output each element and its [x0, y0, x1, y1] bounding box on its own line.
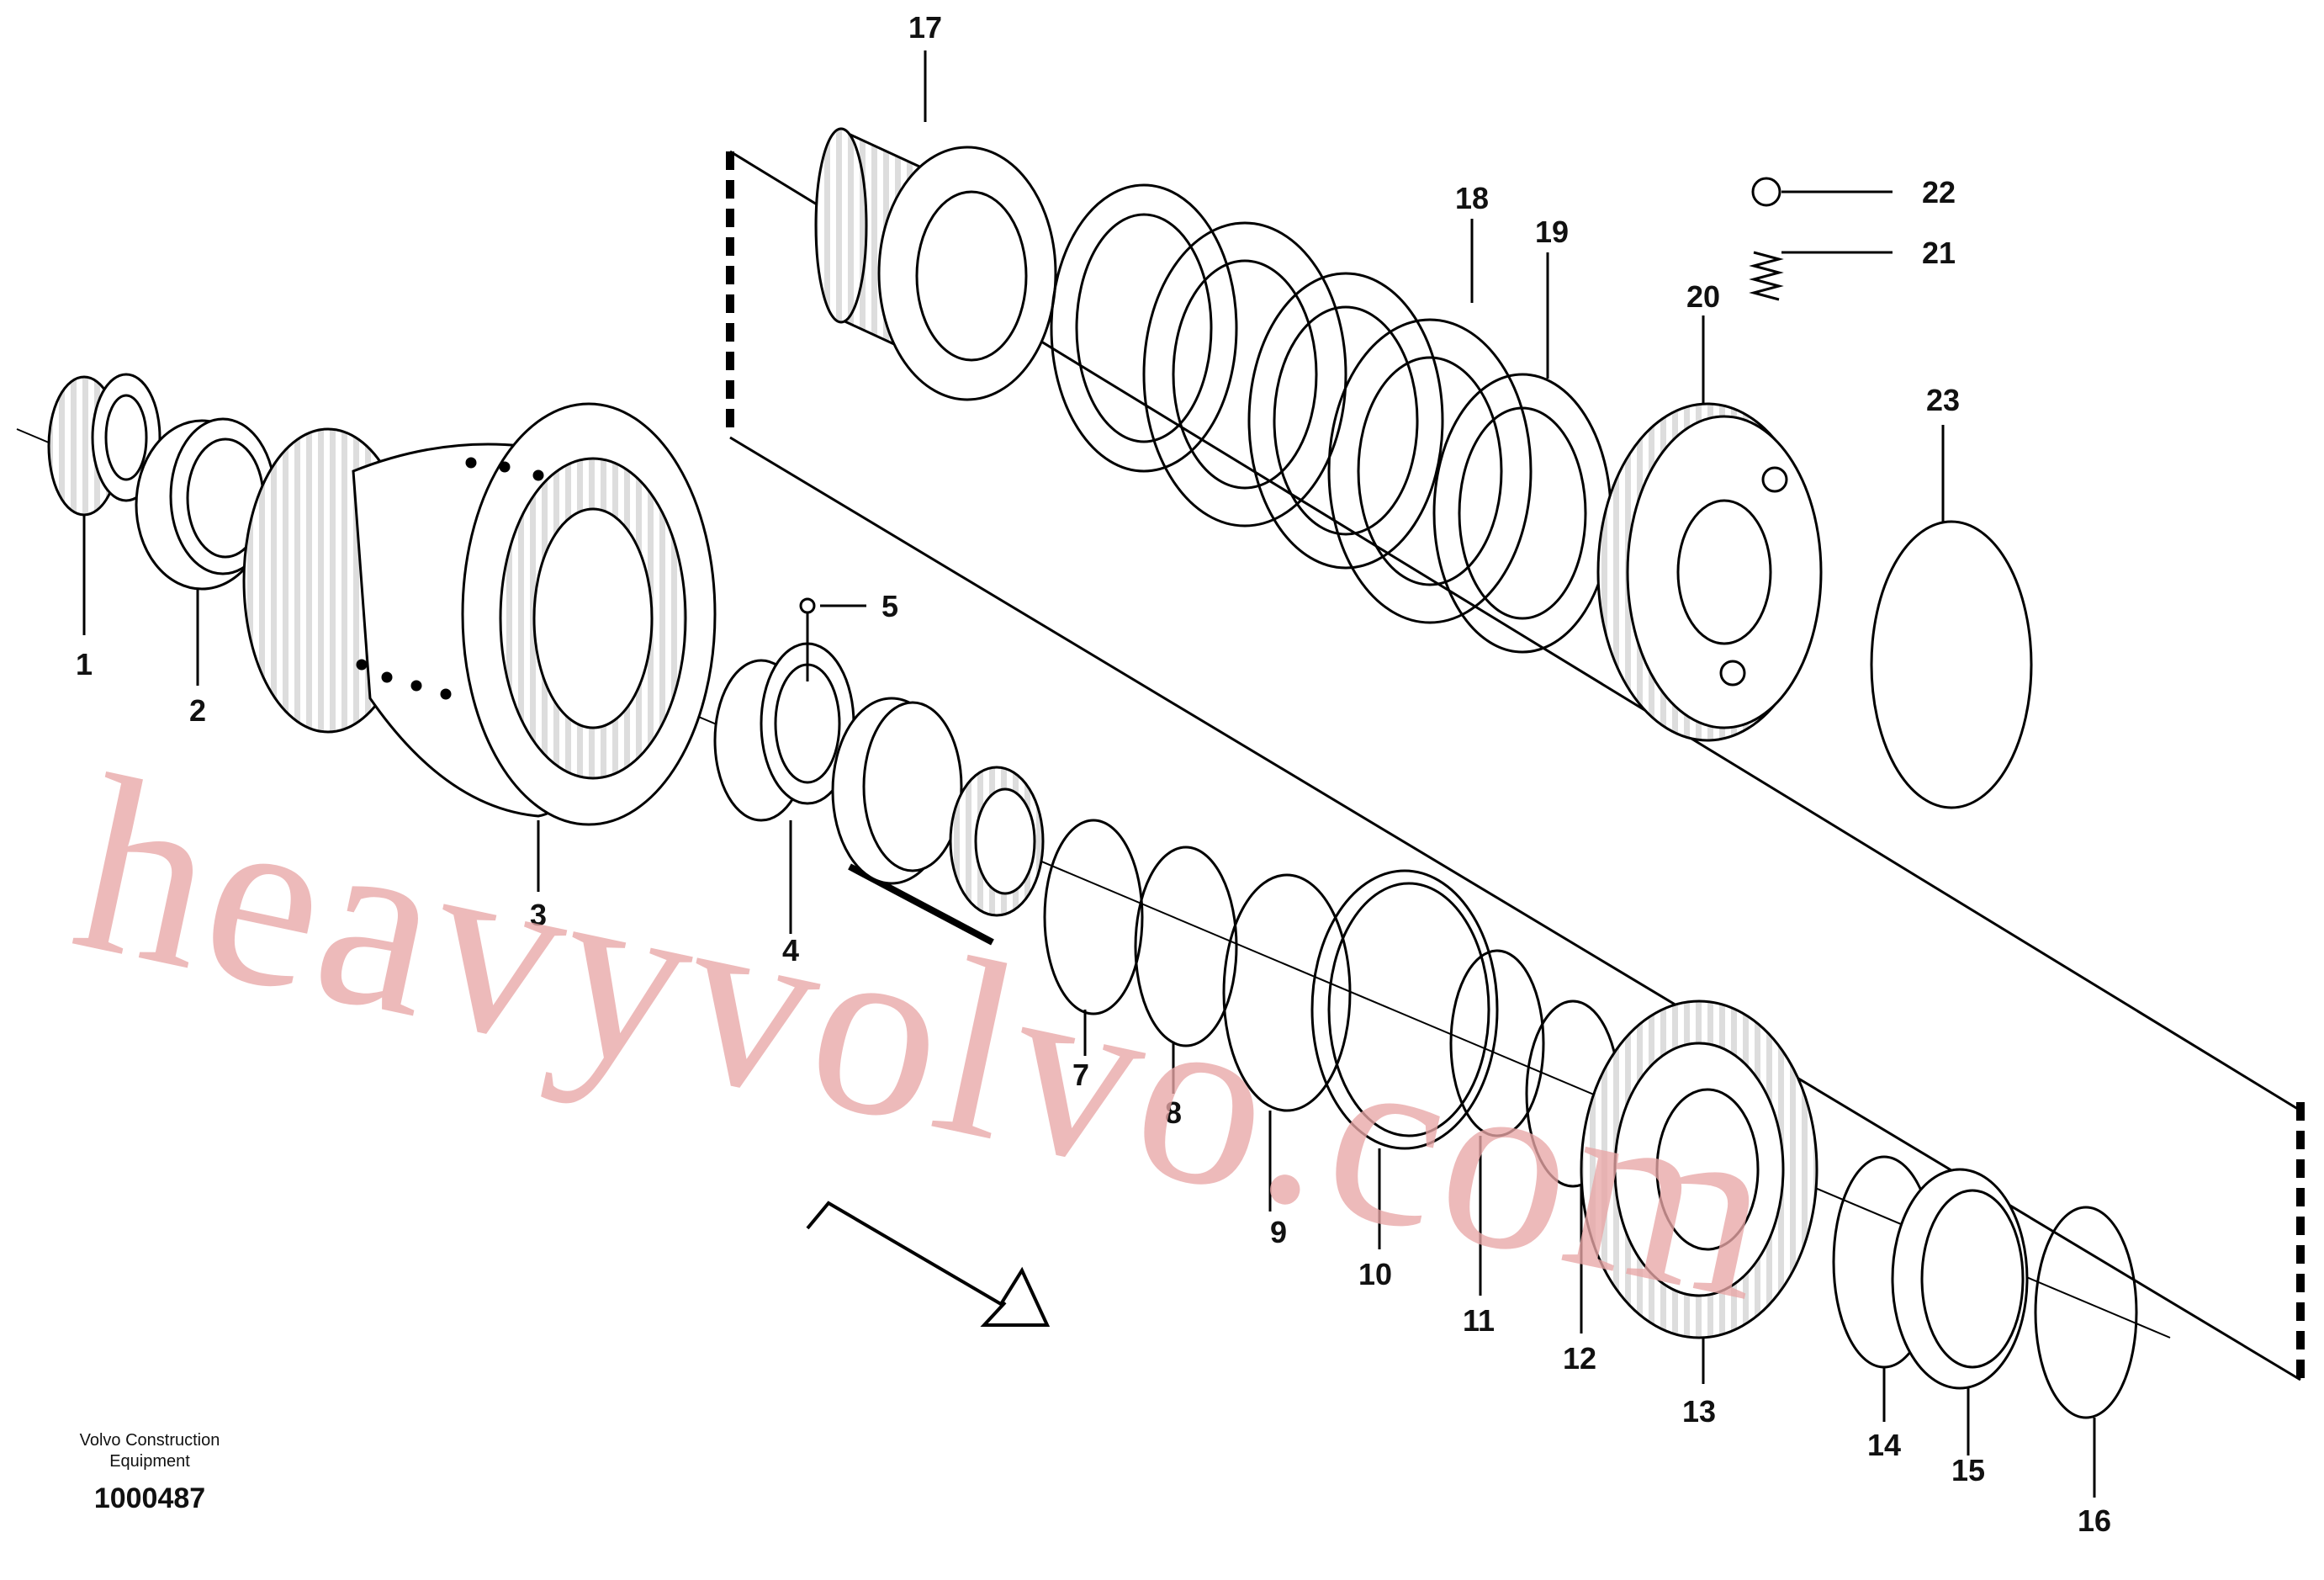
part-10-piston-ring — [1310, 869, 1499, 1150]
callout-13: 13 — [1682, 1394, 1716, 1429]
callout-7: 7 — [1072, 1058, 1089, 1092]
clutch-disc-stack — [1050, 183, 1612, 654]
callout-1: 1 — [76, 647, 93, 681]
callout-labels: 1 2 3 4 5 7 8 9 10 11 12 13 14 15 16 17 … — [76, 10, 2111, 1538]
part-22-ball — [1751, 177, 1781, 207]
callout-22: 22 — [1922, 175, 1956, 209]
direction-arrow — [806, 1201, 1051, 1327]
callout-3: 3 — [530, 898, 547, 932]
part-2-bearing-race — [135, 417, 277, 591]
leader-lines — [82, 50, 2096, 1498]
callout-21: 21 — [1922, 236, 1956, 270]
part-9-seal-ring — [1222, 873, 1352, 1112]
part-16-ring — [2034, 1206, 2138, 1419]
publisher-line-2: Equipment — [109, 1452, 190, 1471]
callout-5: 5 — [881, 589, 898, 623]
callout-16: 16 — [2078, 1503, 2111, 1538]
part-11-ring — [1449, 949, 1545, 1137]
part-23-snap-ring — [1870, 520, 2033, 809]
part-3-clutch-drum — [242, 402, 717, 826]
part-20-pressure-plate — [1596, 402, 1823, 742]
part-17-gear-hub — [814, 127, 1057, 401]
part-21-spring — [1749, 251, 1784, 301]
callout-17: 17 — [908, 10, 942, 45]
part-15-bearing — [1891, 1168, 2029, 1390]
callout-10: 10 — [1358, 1257, 1392, 1291]
part-7-snap-ring — [1043, 819, 1144, 1015]
callout-4: 4 — [782, 933, 799, 968]
callout-12: 12 — [1563, 1341, 1596, 1376]
callout-11: 11 — [1463, 1303, 1495, 1338]
part-5-pin — [799, 597, 816, 681]
part-13-gear — [1580, 999, 1818, 1339]
callout-15: 15 — [1951, 1453, 1985, 1487]
callout-8: 8 — [1165, 1095, 1182, 1130]
part-8-circlip — [1134, 846, 1238, 1047]
needle-bearing — [831, 697, 1045, 917]
publisher-line-1: Volvo Construction — [80, 1431, 220, 1450]
callout-9: 9 — [1270, 1215, 1287, 1249]
callout-20: 20 — [1686, 279, 1720, 314]
callout-18: 18 — [1455, 181, 1489, 215]
callout-2: 2 — [189, 693, 206, 728]
callout-14: 14 — [1867, 1428, 1901, 1462]
callout-19: 19 — [1535, 215, 1569, 249]
figure-number: 1000487 — [94, 1482, 205, 1514]
callout-23: 23 — [1926, 383, 1960, 417]
